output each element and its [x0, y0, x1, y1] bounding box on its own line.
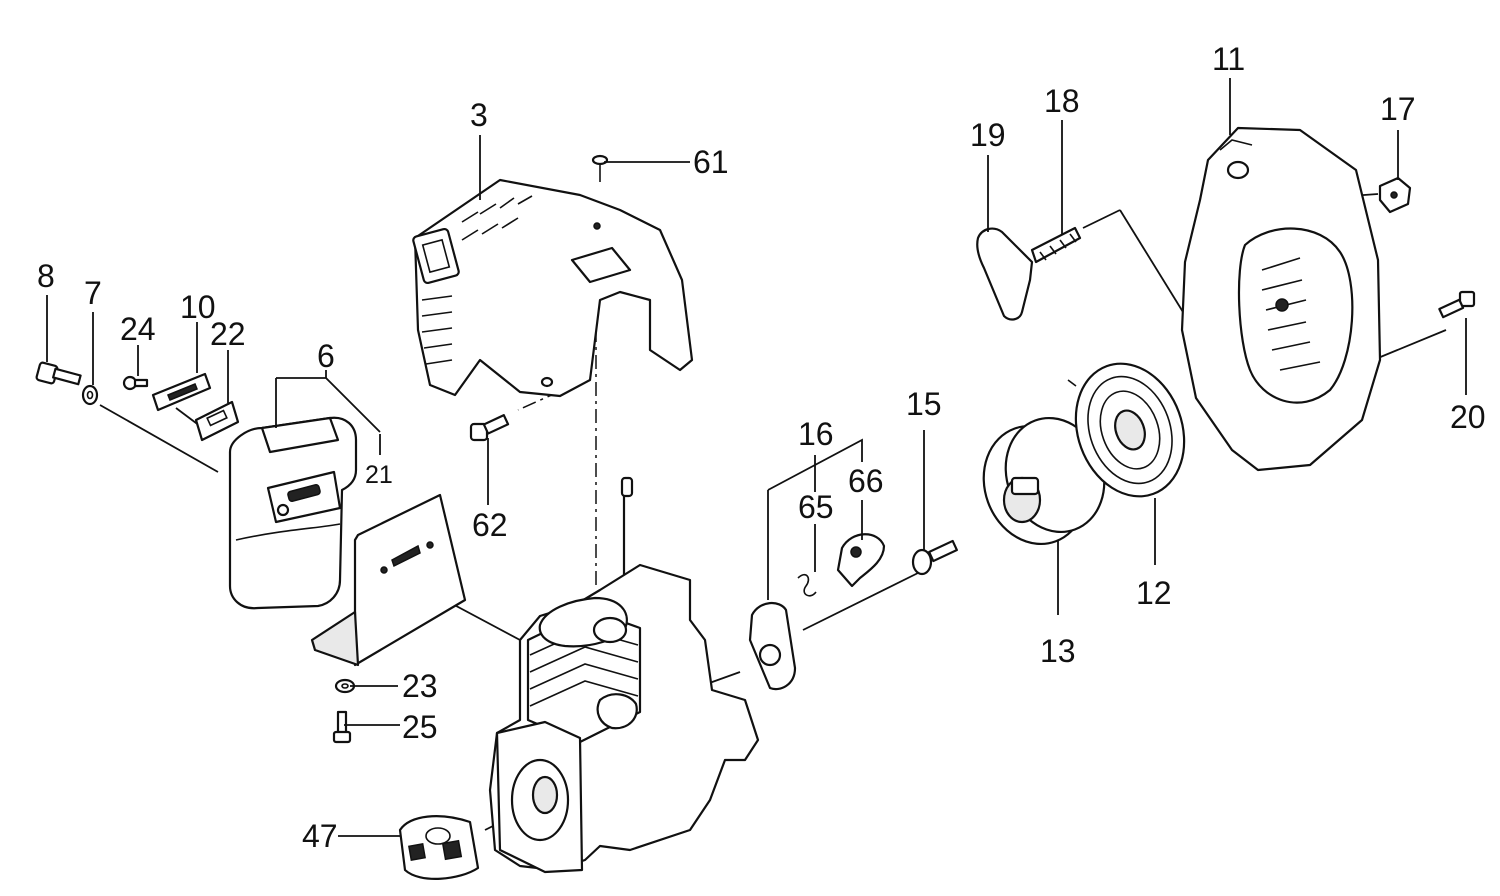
part-21-heat-shield [310, 493, 467, 667]
callout-10: 10 [180, 289, 216, 325]
engine-block [488, 476, 760, 874]
callout-20: 20 [1450, 399, 1486, 435]
part-12-recoil-spring [1067, 362, 1186, 498]
callout-62: 62 [472, 507, 508, 543]
part-24-screw [122, 375, 149, 391]
part-20-screw [1438, 290, 1476, 319]
part-7-washer [81, 384, 99, 406]
part-8-bolt [35, 361, 82, 386]
callout-23: 23 [402, 668, 438, 704]
callout-12: 12 [1136, 575, 1172, 611]
callout-labels: 3 6 7 8 10 11 12 13 15 16 17 18 19 20 21… [37, 41, 1486, 854]
callout-17: 17 [1380, 91, 1416, 127]
part-11-starter-housing [1180, 126, 1382, 472]
part-10-plate [151, 372, 212, 412]
part-47-clutch [398, 815, 480, 880]
callout-47: 47 [302, 818, 338, 854]
callout-3: 3 [470, 97, 488, 133]
callout-61: 61 [693, 144, 729, 180]
callout-6: 6 [317, 338, 335, 374]
callout-24: 24 [120, 311, 156, 347]
part-22-gasket [194, 400, 240, 442]
callout-16: 16 [798, 416, 834, 452]
part-62-bolt [469, 414, 510, 442]
part-3-cylinder-cover [412, 178, 694, 398]
part-15-screw [911, 539, 958, 576]
callout-11: 11 [1212, 41, 1245, 77]
callout-65: 65 [798, 489, 834, 525]
part-25-stud [332, 710, 352, 744]
callout-7: 7 [84, 275, 102, 311]
callout-leaders [46, 78, 1467, 837]
callout-21: 21 [365, 461, 393, 489]
callout-8: 8 [37, 258, 55, 294]
part-6-muffler [228, 416, 358, 610]
callout-19: 19 [970, 117, 1006, 153]
callout-13: 13 [1040, 633, 1076, 669]
callout-15: 15 [906, 386, 942, 422]
part-18-rope [1030, 226, 1082, 264]
part-61-screw [591, 154, 609, 182]
callout-22: 22 [210, 316, 246, 352]
part-17-block [1378, 176, 1412, 214]
part-19-handle [976, 227, 1034, 321]
part-16-ignition-parts [748, 533, 886, 691]
callout-66: 66 [848, 463, 884, 499]
callout-18: 18 [1044, 83, 1080, 119]
callout-25: 25 [402, 709, 438, 745]
